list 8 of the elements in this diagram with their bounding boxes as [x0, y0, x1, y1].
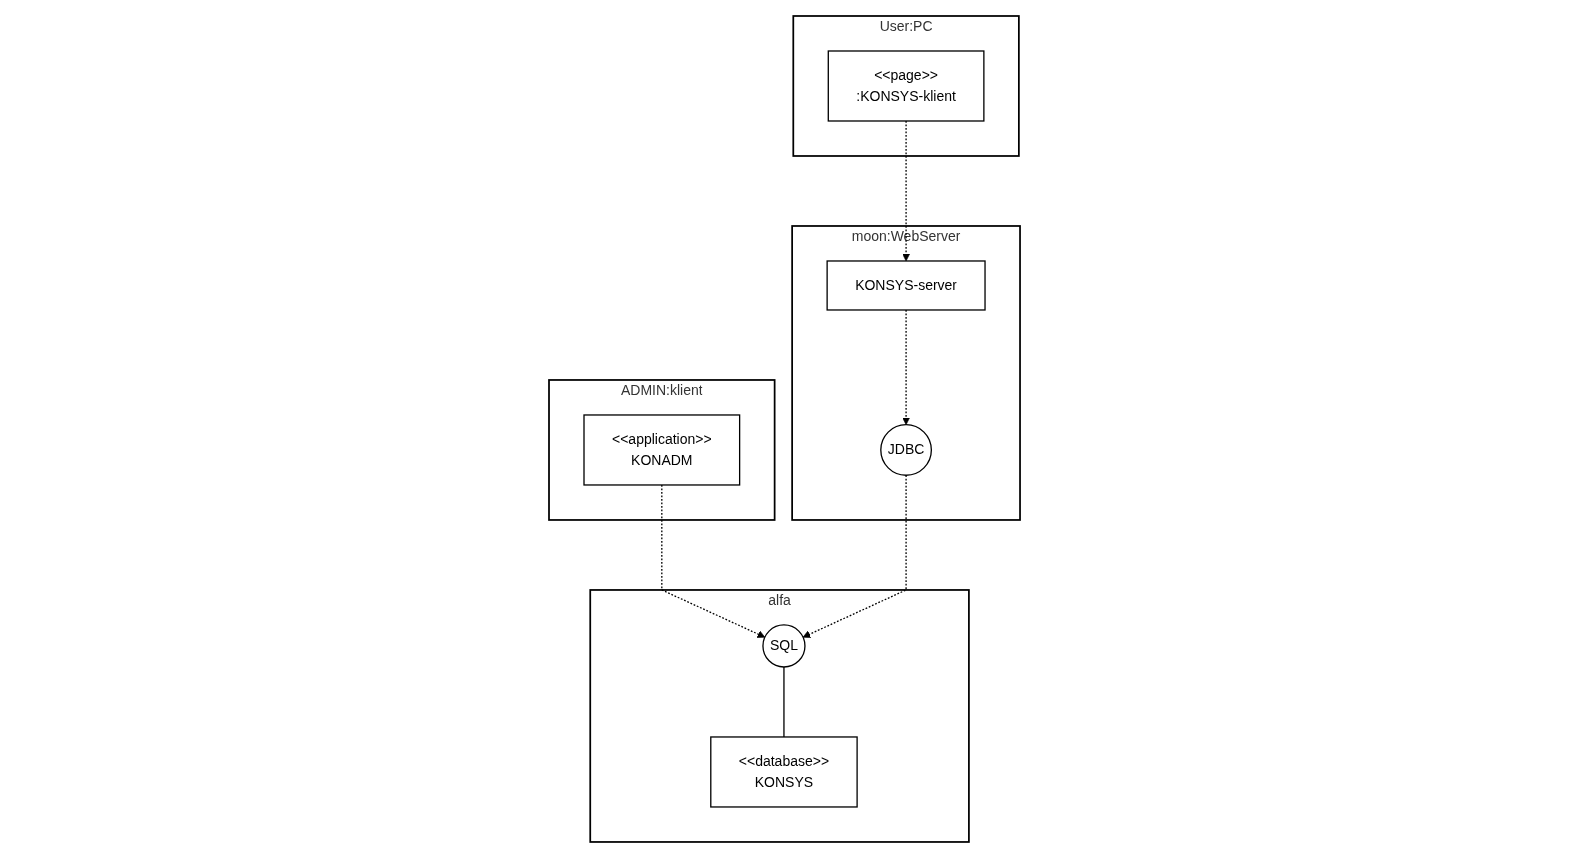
node-box: <<database>> KONSYS: [710, 736, 859, 808]
arrow: [661, 484, 766, 638]
connector: [783, 666, 786, 738]
node-box: <<page>> :KONSYS-klient: [828, 50, 985, 122]
node-box: <<application>> KONADM: [583, 414, 741, 486]
node-box: KONSYS-server: [826, 260, 987, 311]
node-circle: SQL: [762, 624, 807, 668]
node-circle: JDBC: [880, 424, 933, 476]
